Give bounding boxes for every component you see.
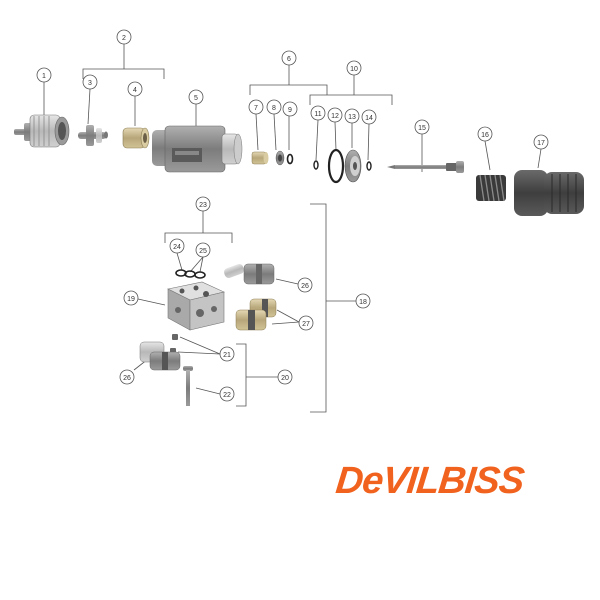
callout-11: 11 xyxy=(310,105,326,121)
part-7-sleeve xyxy=(251,151,269,165)
svg-text:27: 27 xyxy=(302,321,310,328)
callout-23: 23 xyxy=(195,196,211,212)
svg-text:16: 16 xyxy=(481,132,489,139)
callout-1: 1 xyxy=(36,67,52,83)
callout-9: 9 xyxy=(282,101,298,117)
part-24-25-orings xyxy=(175,269,206,279)
part-16-spring xyxy=(476,174,506,202)
part-3-fitting xyxy=(78,125,108,146)
svg-text:26: 26 xyxy=(301,283,309,290)
svg-text:1: 1 xyxy=(42,73,46,80)
svg-text:10: 10 xyxy=(350,66,358,73)
callout-14: 14 xyxy=(361,109,377,125)
callout-16: 16 xyxy=(477,126,493,142)
callout-10: 10 xyxy=(346,60,362,76)
callout-2: 2 xyxy=(116,29,132,45)
part-11-oring xyxy=(313,160,319,170)
part-19-block xyxy=(167,281,225,331)
part-26-elbow-upper xyxy=(224,263,275,285)
callout-4: 4 xyxy=(127,81,143,97)
svg-text:7: 7 xyxy=(254,105,258,112)
callout-13: 13 xyxy=(344,108,360,124)
svg-text:21: 21 xyxy=(223,352,231,359)
part-4-bushing xyxy=(122,127,150,149)
callout-26-upper: 26 xyxy=(297,277,313,293)
svg-text:11: 11 xyxy=(314,111,321,118)
callouts: 2 1 3 4 5 6 7 8 9 10 11 12 13 14 15 16 1… xyxy=(36,29,549,402)
part-14-oring xyxy=(366,161,372,171)
part-15-needle xyxy=(387,161,464,173)
svg-text:5: 5 xyxy=(194,95,198,102)
callout-22: 22 xyxy=(219,386,235,402)
leader-lines xyxy=(43,44,542,413)
svg-text:12: 12 xyxy=(331,113,339,120)
callout-15: 15 xyxy=(414,119,430,135)
svg-text:22: 22 xyxy=(223,392,231,399)
callout-19: 19 xyxy=(123,290,139,306)
part-8-ring xyxy=(275,150,285,166)
part-26-elbow-lower xyxy=(139,341,181,371)
callout-24: 24 xyxy=(169,238,185,254)
part-22-bolt xyxy=(183,366,193,406)
callout-17: 17 xyxy=(533,134,549,150)
callout-20: 20 xyxy=(277,369,293,385)
svg-text:20: 20 xyxy=(281,375,289,382)
callout-8: 8 xyxy=(266,99,282,115)
part-21-screws xyxy=(170,334,178,354)
part-5-body xyxy=(152,125,243,173)
svg-text:2: 2 xyxy=(122,35,126,42)
svg-text:18: 18 xyxy=(359,299,367,306)
svg-text:9: 9 xyxy=(288,107,292,114)
part-9-oring xyxy=(286,153,294,165)
svg-text:14: 14 xyxy=(365,115,373,122)
part-12-oring xyxy=(327,148,345,184)
part-13-seat xyxy=(344,149,362,183)
svg-text:25: 25 xyxy=(199,248,207,255)
callout-18: 18 xyxy=(355,293,371,309)
callout-5: 5 xyxy=(188,89,204,105)
callout-7: 7 xyxy=(248,99,264,115)
callout-25: 25 xyxy=(195,242,211,258)
svg-text:13: 13 xyxy=(348,114,356,121)
part-17-knob xyxy=(514,170,584,216)
callout-27: 27 xyxy=(298,315,314,331)
callout-26-lower: 26 xyxy=(119,369,135,385)
svg-text:3: 3 xyxy=(88,80,92,87)
svg-text:4: 4 xyxy=(133,87,137,94)
svg-text:24: 24 xyxy=(173,244,181,251)
svg-text:19: 19 xyxy=(127,296,135,303)
svg-text:8: 8 xyxy=(272,105,276,112)
svg-text:6: 6 xyxy=(287,56,291,63)
svg-text:17: 17 xyxy=(537,140,545,147)
part-27-connectors xyxy=(235,298,277,331)
callout-3: 3 xyxy=(82,74,98,90)
callout-6: 6 xyxy=(281,50,297,66)
logo-text: DeVILBISS xyxy=(333,460,526,502)
svg-text:23: 23 xyxy=(199,202,207,209)
part-1-nut xyxy=(14,114,70,148)
callout-21: 21 xyxy=(219,346,235,362)
svg-text:26: 26 xyxy=(123,375,131,382)
callout-12: 12 xyxy=(327,107,343,123)
svg-text:15: 15 xyxy=(418,125,426,132)
devilbiss-logo: DeVILBISS xyxy=(333,456,528,506)
